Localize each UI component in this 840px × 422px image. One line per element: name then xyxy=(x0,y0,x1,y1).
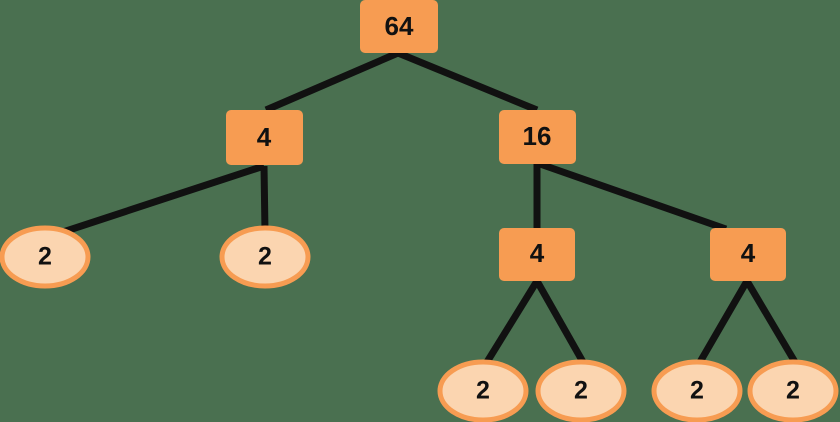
edge-sub-right-to-leaf-2 xyxy=(743,279,799,364)
node-right-sub-right-leaf-1-label: 2 xyxy=(690,377,704,405)
node-right-sub-right[interactable]: 4 xyxy=(710,228,786,281)
edge-right-branch-to-sub-right xyxy=(538,160,728,233)
node-left-branch-label: 4 xyxy=(257,122,272,152)
node-right-branch-shape[interactable] xyxy=(499,110,576,164)
node-right-sub-left-leaf-2-shape[interactable] xyxy=(535,359,627,422)
node-root-label: 64 xyxy=(385,11,414,41)
edge-group xyxy=(58,49,799,364)
node-right-branch-label: 16 xyxy=(523,121,552,151)
node-right-sub-left-leaf-1[interactable]: 2 xyxy=(437,359,529,422)
node-right-sub-left-leaf-2-label: 2 xyxy=(574,377,588,405)
node-right-sub-right-leaf-2[interactable]: 2 xyxy=(747,359,839,422)
node-right-sub-right-leaf-2-shape[interactable] xyxy=(747,359,839,422)
node-left-leaf-2-shape[interactable] xyxy=(219,225,311,289)
node-right-sub-left-leaf-2[interactable]: 2 xyxy=(535,359,627,422)
node-root-shape[interactable] xyxy=(360,0,438,53)
node-left-leaf-1[interactable]: 2 xyxy=(0,225,91,289)
edge-sub-left-to-leaf-2 xyxy=(533,279,587,364)
node-right-sub-right-leaf-2-label: 2 xyxy=(786,377,800,405)
node-root[interactable]: 64 xyxy=(360,0,438,53)
node-left-leaf-2-label: 2 xyxy=(258,243,272,271)
edge-sub-right-to-leaf-1 xyxy=(696,279,751,364)
node-left-branch[interactable]: 4 xyxy=(226,110,303,165)
edge-sub-left-to-leaf-1 xyxy=(484,279,540,364)
node-right-sub-left-shape[interactable] xyxy=(499,228,575,281)
node-left-leaf-2[interactable]: 2 xyxy=(219,225,311,289)
node-right-sub-left-label: 4 xyxy=(530,238,545,268)
node-right-sub-left-leaf-1-shape[interactable] xyxy=(437,359,529,422)
node-right-sub-right-label: 4 xyxy=(741,238,756,268)
node-right-branch[interactable]: 16 xyxy=(499,110,576,164)
node-right-sub-left-leaf-1-label: 2 xyxy=(476,377,490,405)
node-right-sub-right-leaf-1[interactable]: 2 xyxy=(651,359,743,422)
edge-left-branch-to-leaf-1 xyxy=(58,162,266,237)
node-right-sub-right-leaf-1-shape[interactable] xyxy=(651,359,743,422)
node-right-sub-left[interactable]: 4 xyxy=(499,228,575,281)
edge-root-to-right-branch xyxy=(396,49,539,114)
node-left-branch-shape[interactable] xyxy=(226,110,303,165)
node-left-leaf-1-label: 2 xyxy=(38,243,52,271)
node-left-leaf-1-shape[interactable] xyxy=(0,225,91,289)
node-right-sub-right-shape[interactable] xyxy=(710,228,786,281)
edge-root-to-left-branch xyxy=(264,49,400,114)
edge-left-branch-to-leaf-2 xyxy=(260,165,269,233)
